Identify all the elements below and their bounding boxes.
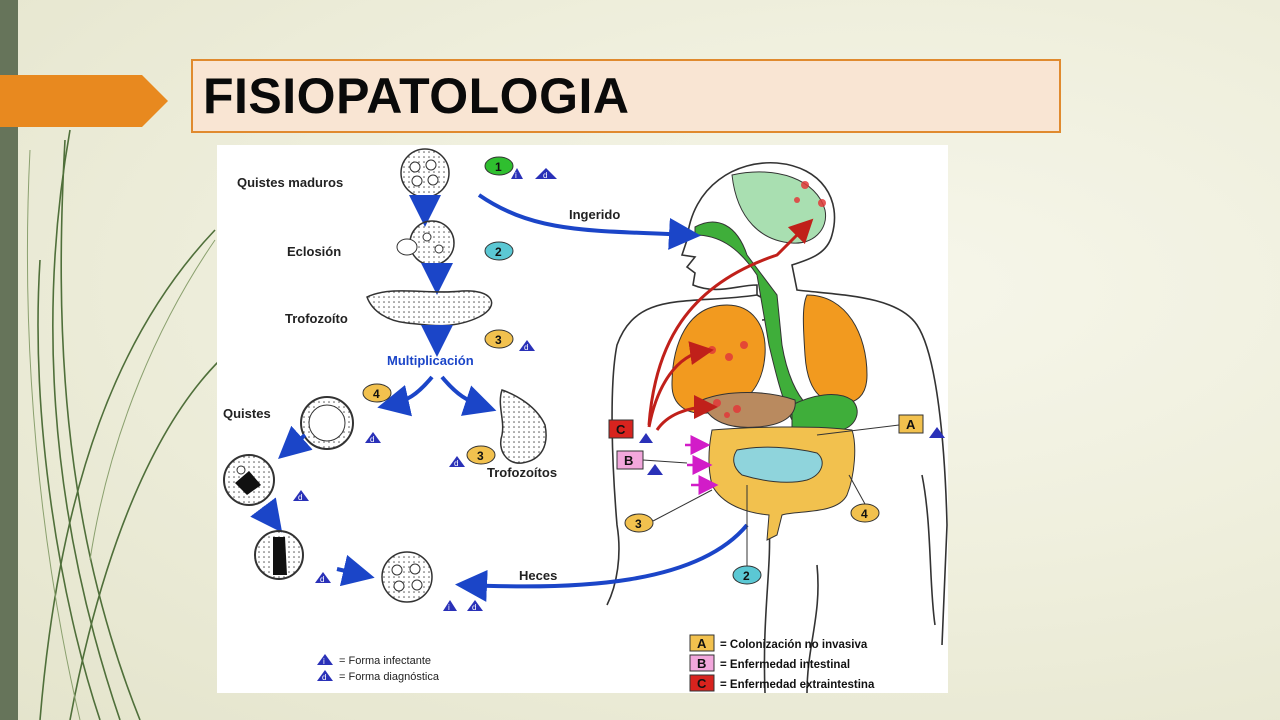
diagnostic-icon: d <box>535 168 557 180</box>
liver <box>701 392 796 428</box>
step-1-badge: 1 <box>484 156 514 176</box>
legend-outcome-b: B = Enfermedad intestinal <box>689 654 850 672</box>
label-trophozoites: Trofozoítos <box>487 465 557 480</box>
label-excystation: Eclosión <box>287 244 341 259</box>
svg-text:C: C <box>616 422 626 437</box>
step-3-badge: 3 <box>484 329 514 349</box>
outcome-b-marker: B <box>616 450 688 475</box>
step-3b-badge: 3 <box>466 445 496 465</box>
svg-text:i: i <box>515 171 517 180</box>
svg-text:A: A <box>697 636 707 651</box>
svg-text:C: C <box>697 676 707 691</box>
mature-cyst-top <box>400 148 450 198</box>
arrow-to-lungs <box>647 341 714 428</box>
svg-text:d: d <box>454 459 458 468</box>
arrow-to-mature-cyst <box>336 554 375 587</box>
trophozoites-shape <box>499 389 547 464</box>
svg-text:d: d <box>322 673 326 682</box>
right-lung <box>802 294 868 404</box>
svg-text:3: 3 <box>477 449 484 463</box>
trophozoite-shape <box>366 290 493 327</box>
outcome-a-marker: A <box>816 414 945 438</box>
label-cysts: Quistes <box>223 406 271 421</box>
step-2-badge: 2 <box>484 241 514 261</box>
arrow-cyst-down <box>278 425 313 459</box>
diagnostic-icon: d <box>467 600 483 612</box>
arrow-ingested <box>477 193 701 250</box>
svg-text:d: d <box>543 171 547 180</box>
mature-cyst-bottom <box>381 551 433 603</box>
diagnostic-icon: d <box>293 490 309 502</box>
arrow-to-liver <box>655 395 718 431</box>
legend-outcome-c-label: = Enfermedad extraintestina <box>720 679 875 691</box>
brain <box>731 171 827 244</box>
decorative-lines <box>26 129 221 720</box>
svg-text:d: d <box>472 603 476 612</box>
svg-text:B: B <box>697 656 706 671</box>
small-intestine <box>733 446 823 483</box>
large-intestine <box>708 426 856 541</box>
excysting-cyst <box>396 220 455 266</box>
infective-icon: i <box>443 600 457 612</box>
arrow-to-cysts <box>377 375 434 417</box>
legend-diagnostic-label: = Forma diagnóstica <box>339 671 440 683</box>
svg-text:d: d <box>524 343 528 352</box>
intestinal-invasion-arrows <box>685 435 719 495</box>
svg-text:4: 4 <box>861 507 868 521</box>
svg-text:i: i <box>448 603 450 612</box>
infective-icon: i <box>511 168 523 180</box>
svg-text:d: d <box>298 493 302 502</box>
cyst-karyosome <box>223 454 275 506</box>
diagnostic-icon: d <box>365 432 381 444</box>
outcome-c-marker: C <box>608 419 653 443</box>
arrow-feces <box>455 523 749 602</box>
label-feces: Heces <box>519 568 557 583</box>
cyst-chromatoid <box>254 530 304 580</box>
svg-text:3: 3 <box>635 517 642 531</box>
arrow-to-trophozoites <box>440 375 497 416</box>
svg-text:2: 2 <box>743 569 750 583</box>
label-mature-cysts: Quistes maduros <box>237 175 343 190</box>
title-box: FISIOPATOLOGIA <box>191 59 1061 133</box>
svg-text:A: A <box>906 417 916 432</box>
label-multiplication: Multiplicación <box>387 353 474 368</box>
diagnostic-icon: d <box>315 572 331 584</box>
svg-text:4: 4 <box>373 387 380 401</box>
legend-outcome-c: C = Enfermedad extraintestina <box>689 674 875 692</box>
svg-text:d: d <box>320 575 324 584</box>
diagnostic-icon: d <box>519 340 535 352</box>
svg-text:2: 2 <box>495 245 502 259</box>
legend-infective: i = Forma infectante <box>317 654 431 667</box>
svg-text:B: B <box>624 453 633 468</box>
amoebiasis-lifecycle-diagram: Quistes maduros 1 i d Eclosión 2 Trofozo… <box>217 145 948 694</box>
legend-outcome-b-label: = Enfermedad intestinal <box>720 659 850 671</box>
step-3c-badge: 3 <box>624 489 713 533</box>
step-4b-badge: 4 <box>848 474 880 523</box>
step-2b-badge: 2 <box>732 485 762 585</box>
step-4-badge: 4 <box>362 383 392 403</box>
brain-lesions <box>794 181 826 207</box>
label-trophozoite: Trofozoíto <box>285 311 348 326</box>
cyst-ring <box>300 396 354 450</box>
legend-diagnostic: d = Forma diagnóstica <box>317 670 440 683</box>
diagnostic-icon: d <box>449 456 465 468</box>
svg-text:3: 3 <box>495 333 502 347</box>
legend-infective-label: = Forma infectante <box>339 655 431 667</box>
legend-outcome-a-label: = Colonización no invasiva <box>720 639 868 651</box>
step-1-number: 1 <box>495 160 502 174</box>
slide-title: FISIOPATOLOGIA <box>203 68 630 124</box>
title-arrow-tab <box>0 75 168 127</box>
label-ingested: Ingerido <box>569 207 620 222</box>
arrow-cyst-down-2 <box>250 497 283 533</box>
legend-outcome-a: A = Colonización no invasiva <box>689 634 868 652</box>
arrow-to-brain <box>647 218 814 426</box>
svg-text:i: i <box>323 657 325 666</box>
left-accent-bar <box>0 0 18 720</box>
svg-text:d: d <box>370 435 374 444</box>
